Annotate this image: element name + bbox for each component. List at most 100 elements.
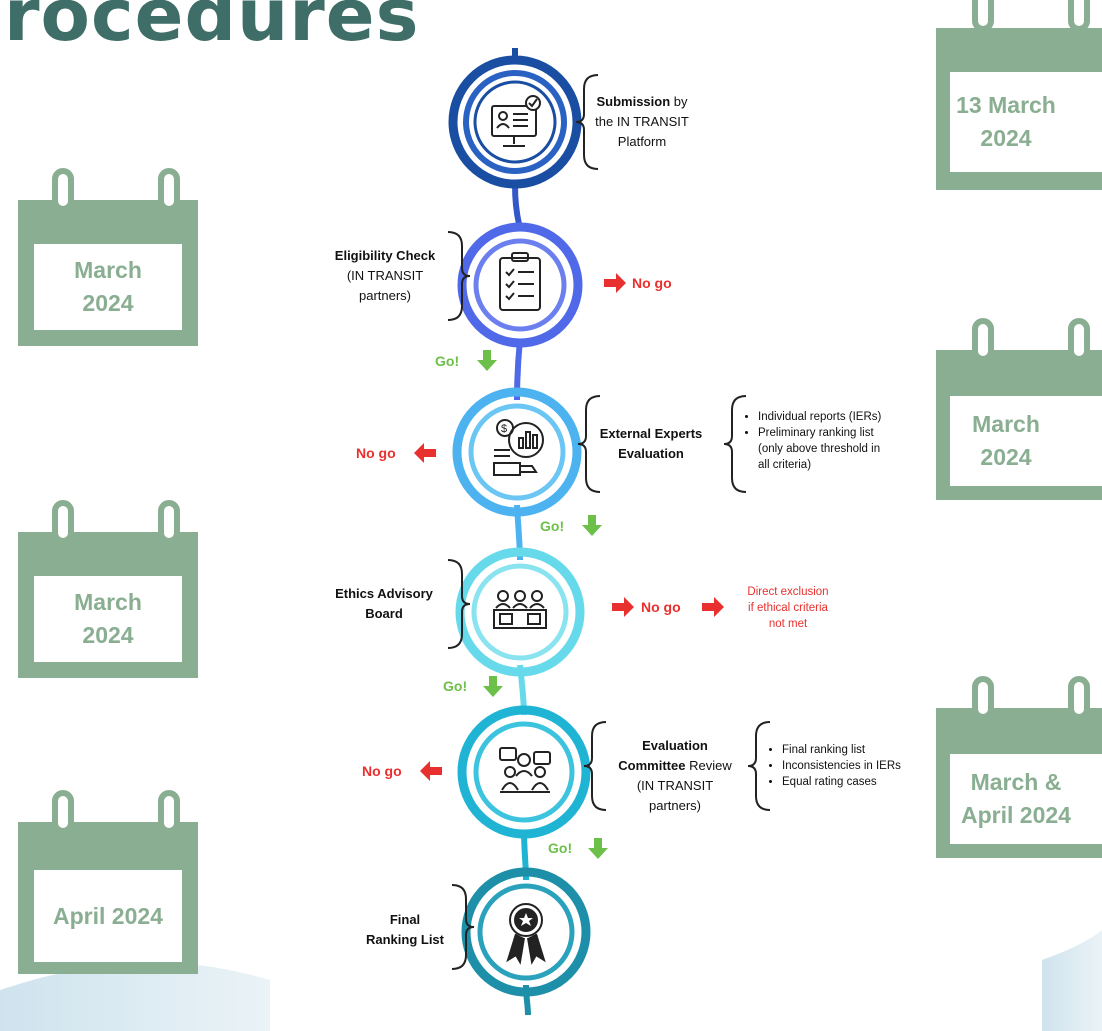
calendar-ring xyxy=(158,790,180,834)
label-bold: Evaluation xyxy=(618,446,684,461)
award-ribbon-icon xyxy=(506,903,546,965)
nogo-label: No go xyxy=(641,599,681,615)
brace xyxy=(447,231,471,321)
label-eligibility: Eligibility Check (IN TRANSIT partners) xyxy=(330,246,440,306)
computer-check-icon xyxy=(491,95,541,147)
label-external: External Experts Evaluation xyxy=(586,424,716,464)
calendar-ring xyxy=(1068,318,1090,362)
label-committee: Evaluation Committee Review (IN TRANSIT … xyxy=(600,736,750,816)
list-item: all criteria) xyxy=(758,457,928,473)
label-text: partners) xyxy=(358,288,412,303)
calendar-date: March 2024 xyxy=(972,411,1040,470)
brace xyxy=(723,395,747,493)
calendar-right-1: 13 March 2024 xyxy=(936,0,1102,190)
brace xyxy=(747,721,771,811)
calendar-ring xyxy=(52,790,74,834)
go-label: Go! xyxy=(540,518,565,534)
label-bold: Committee xyxy=(618,758,686,773)
list-item-cont: (only above threshold in xyxy=(758,443,881,455)
note-line: not met xyxy=(768,618,808,630)
label-bold: Ranking List xyxy=(365,932,444,947)
calendar-ring xyxy=(1068,676,1090,720)
list-item: Final ranking list xyxy=(782,742,952,758)
external-outputs-list: Individual reports (IERs) Preliminary ra… xyxy=(744,409,928,473)
step-committee-circle xyxy=(457,705,591,839)
label-bold: Eligibility Check xyxy=(334,248,436,263)
calendar-date: March 2024 xyxy=(74,589,142,648)
label-text: by xyxy=(673,94,688,109)
calendar-ring xyxy=(972,318,994,362)
list-item: (only above threshold in xyxy=(758,441,928,457)
label-text: Review xyxy=(689,758,732,773)
calendar-ring xyxy=(1068,0,1090,32)
calendar-left-2: March 2024 xyxy=(18,500,198,678)
svg-text:$: $ xyxy=(501,423,507,435)
label-ethics: Ethics Advisory Board xyxy=(322,584,446,624)
go-label: Go! xyxy=(435,353,460,369)
brace xyxy=(583,721,607,811)
go-arrow-down xyxy=(588,838,608,859)
nogo-arrow-right xyxy=(604,273,626,293)
ethics-exclusion-note: Direct exclusion if ethical criteria not… xyxy=(724,584,852,632)
brace xyxy=(447,559,471,649)
calendar-right-3: March & April 2024 xyxy=(936,676,1102,858)
board-meeting-icon xyxy=(493,590,547,629)
page-title: rocedures xyxy=(4,0,420,57)
go-arrow-down xyxy=(582,515,602,536)
list-item-cont: all criteria) xyxy=(758,459,812,471)
calendar-date: March 2024 xyxy=(74,257,142,316)
calendar-ring xyxy=(158,168,180,212)
nogo-label: No go xyxy=(356,445,396,461)
label-text: the IN TRANSIT xyxy=(595,114,689,129)
calendar-ring xyxy=(972,676,994,720)
step-submission-circle xyxy=(448,55,582,189)
brace xyxy=(577,395,601,493)
nogo-arrow-right xyxy=(612,597,634,617)
calendar-right-2: March 2024 xyxy=(936,318,1102,500)
step-final-circle xyxy=(461,867,591,997)
calendar-left-3: April 2024 xyxy=(18,790,198,974)
label-bold: Ethics Advisory xyxy=(335,586,433,601)
step-external-circle: $ xyxy=(452,387,582,517)
label-text: partners) xyxy=(648,798,702,813)
committee-outputs-list: Final ranking list Inconsistencies in IE… xyxy=(768,742,952,790)
calendar-ring xyxy=(158,500,180,544)
calendar-left-1: March 2024 xyxy=(18,168,198,346)
go-arrow-down xyxy=(483,676,503,697)
label-final: Final Ranking List xyxy=(350,910,460,950)
gear-chart-icon: $ xyxy=(493,419,544,476)
step-ethics-circle xyxy=(455,547,585,677)
label-text: Platform xyxy=(617,134,667,149)
label-bold: Evaluation xyxy=(642,738,708,753)
brace xyxy=(575,74,599,170)
label-bold: Board xyxy=(365,606,403,621)
go-label: Go! xyxy=(548,840,573,856)
label-bold: External Experts xyxy=(599,426,703,441)
calendar-ring xyxy=(52,500,74,544)
nogo-arrow-left xyxy=(420,761,442,781)
nogo-label: No go xyxy=(362,763,402,779)
go-arrow-down xyxy=(477,350,497,371)
label-bold: Final xyxy=(389,912,421,927)
nogo-arrow-left xyxy=(414,443,436,463)
note-line: Direct exclusion xyxy=(747,586,829,598)
label-text: (IN TRANSIT xyxy=(636,778,714,793)
go-label: Go! xyxy=(443,678,468,694)
list-item: Equal rating cases xyxy=(782,774,952,790)
list-item: Inconsistencies in IERs xyxy=(782,758,952,774)
note-line: if ethical criteria xyxy=(748,602,828,614)
list-item: Preliminary ranking list xyxy=(758,425,928,441)
calendar-ring xyxy=(972,0,994,32)
brace xyxy=(451,884,475,970)
nogo-label: No go xyxy=(632,275,672,291)
calendar-date: 13 March 2024 xyxy=(956,92,1056,151)
calendar-date: March & April 2024 xyxy=(961,769,1071,828)
label-submission: Submission by the IN TRANSIT Platform xyxy=(592,92,692,152)
calendar-ring xyxy=(52,168,74,212)
label-bold: Submission xyxy=(596,94,671,109)
calendar-date: April 2024 xyxy=(53,902,163,929)
label-text: (IN TRANSIT xyxy=(346,268,424,283)
list-item: Individual reports (IERs) xyxy=(758,409,928,425)
